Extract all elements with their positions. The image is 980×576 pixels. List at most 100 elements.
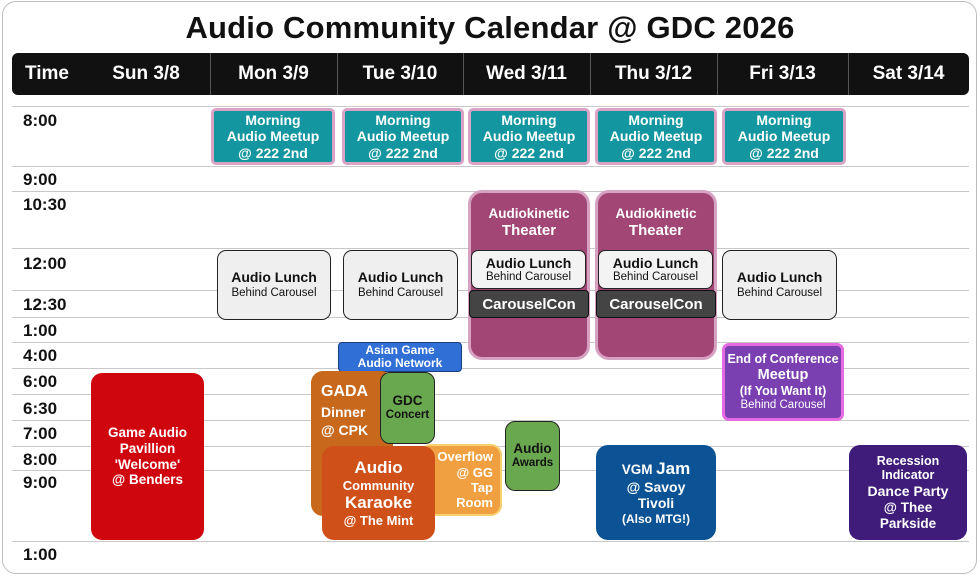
header-day-mon: Mon 3/9 bbox=[238, 63, 309, 84]
header-day-fri: Fri 3/13 bbox=[749, 63, 816, 84]
event-line: Theater bbox=[628, 221, 684, 239]
event-line: Tivoli bbox=[637, 495, 675, 512]
event-line: GDC bbox=[392, 393, 423, 409]
event-title: Audio Lunch bbox=[736, 268, 823, 285]
event-line: Game Audio bbox=[107, 424, 187, 440]
header-divider bbox=[848, 53, 849, 95]
event-location: Behind Carousel bbox=[736, 287, 823, 300]
event-audio-lunch-thu[interactable]: Audio Lunch Behind Carousel bbox=[598, 250, 713, 289]
event-audio-lunch-tue[interactable]: Audio Lunch Behind Carousel bbox=[343, 250, 458, 320]
event-line: @ 222 2nd bbox=[368, 144, 438, 161]
event-morning-meetup-wed[interactable]: Morning Audio Meetup @ 222 2nd bbox=[468, 108, 590, 165]
event-audio-lunch-wed[interactable]: Audio Lunch Behind Carousel bbox=[471, 250, 586, 289]
event-line: Morning bbox=[501, 111, 557, 128]
event-line: End of Conference bbox=[727, 351, 839, 366]
header-divider bbox=[210, 53, 211, 95]
event-line: Audio Meetup bbox=[609, 128, 703, 145]
event-morning-meetup-thu[interactable]: Morning Audio Meetup @ 222 2nd bbox=[595, 108, 717, 165]
header-divider bbox=[590, 53, 591, 95]
event-line: Audio Network bbox=[357, 356, 443, 370]
event-line: @ GG bbox=[456, 464, 493, 480]
event-line: Asian Game bbox=[365, 343, 435, 358]
event-line: Overflow bbox=[437, 449, 493, 465]
event-line: Audio bbox=[513, 441, 552, 457]
event-end-of-conference-meetup[interactable]: End of Conference Meetup (If You Want It… bbox=[722, 343, 844, 421]
event-line: Theater bbox=[501, 221, 557, 239]
event-morning-meetup-tue[interactable]: Morning Audio Meetup @ 222 2nd bbox=[342, 108, 464, 165]
event-line: (Also MTG!) bbox=[622, 511, 690, 526]
time-label: 1:00 bbox=[23, 545, 58, 564]
event-title: Audio Lunch bbox=[357, 268, 444, 285]
row-line bbox=[12, 106, 969, 107]
event-line: Morning bbox=[245, 111, 301, 128]
event-line: Awards bbox=[511, 457, 554, 470]
time-label: 6:30 bbox=[23, 399, 58, 418]
event-audio-lunch-mon[interactable]: Audio Lunch Behind Carousel bbox=[217, 250, 331, 320]
header-divider bbox=[337, 53, 338, 95]
event-line: Morning bbox=[628, 111, 684, 128]
event-line: @ Savoy bbox=[626, 478, 686, 495]
event-location: Behind Carousel bbox=[612, 270, 699, 283]
event-gdc-concert[interactable]: GDC Concert bbox=[380, 372, 435, 444]
event-line: Morning bbox=[375, 111, 431, 128]
event-line: 'Welcome' bbox=[114, 456, 181, 472]
event-line: Dance Party bbox=[867, 483, 949, 500]
time-label: 8:00 bbox=[23, 450, 58, 469]
event-carouselcon-thu[interactable]: CarouselCon bbox=[596, 290, 716, 318]
event-line: VGM Jam bbox=[622, 459, 690, 479]
event-line: Tap bbox=[470, 480, 493, 495]
event-vgm-jam[interactable]: VGM Jam @ Savoy Tivoli (Also MTG!) bbox=[596, 445, 716, 540]
event-line: @ Benders bbox=[112, 472, 183, 488]
event-line: Audio Meetup bbox=[226, 128, 320, 145]
event-line: Audiokinetic bbox=[488, 206, 570, 221]
event-line: Recession bbox=[876, 453, 940, 468]
event-morning-meetup-fri[interactable]: Morning Audio Meetup @ 222 2nd bbox=[722, 108, 846, 165]
event-title: Audio Lunch bbox=[612, 254, 699, 271]
event-line: Karaoke bbox=[344, 493, 413, 512]
event-title: Audio Lunch bbox=[485, 254, 572, 271]
event-line: @ The Mint bbox=[343, 513, 414, 529]
event-line: Pavillion bbox=[119, 440, 176, 456]
event-recession-indicator-dance-party[interactable]: Recession Indicator Dance Party @ Thee P… bbox=[849, 445, 967, 540]
event-location: Behind Carousel bbox=[357, 287, 444, 300]
header-day-tue: Tue 3/10 bbox=[362, 63, 438, 84]
time-label: 10:30 bbox=[23, 195, 67, 214]
event-line: Audio Meetup bbox=[737, 128, 831, 145]
row-line bbox=[12, 420, 969, 421]
header-day-wed: Wed 3/11 bbox=[486, 63, 567, 84]
event-line: Audio Meetup bbox=[356, 128, 450, 145]
event-line: Audio bbox=[354, 457, 403, 477]
event-line: Indicator bbox=[881, 468, 935, 483]
header-day-sun: Sun 3/8 bbox=[112, 63, 180, 84]
event-asian-game-audio-network[interactable]: Asian Game Audio Network bbox=[338, 342, 462, 372]
header-divider bbox=[717, 53, 718, 95]
event-line: @ CPK bbox=[321, 422, 369, 439]
event-carouselcon-wed[interactable]: CarouselCon bbox=[469, 290, 589, 318]
event-line: Audio Meetup bbox=[482, 128, 576, 145]
event-word: VGM bbox=[621, 461, 653, 477]
event-line: (If You Want It) bbox=[739, 383, 827, 398]
time-label: 7:00 bbox=[23, 424, 58, 443]
time-label: 8:00 bbox=[23, 111, 58, 130]
row-line bbox=[12, 541, 969, 542]
event-line: @ 222 2nd bbox=[238, 144, 308, 161]
header-day-thu: Thu 3/12 bbox=[614, 63, 693, 84]
event-audio-lunch-fri[interactable]: Audio Lunch Behind Carousel bbox=[722, 250, 837, 320]
event-word: Jam bbox=[656, 458, 691, 478]
event-location: Behind Carousel bbox=[485, 270, 572, 283]
event-line: @ 222 2nd bbox=[621, 144, 691, 161]
event-game-audio-pavillion[interactable]: Game Audio Pavillion 'Welcome' @ Benders bbox=[91, 373, 204, 540]
event-line: @ 222 2nd bbox=[494, 144, 564, 161]
event-line: Meetup bbox=[757, 366, 809, 383]
header-bar bbox=[12, 53, 969, 95]
time-label: 12:30 bbox=[23, 295, 67, 314]
event-morning-meetup-mon[interactable]: Morning Audio Meetup @ 222 2nd bbox=[211, 108, 335, 165]
row-line bbox=[12, 394, 969, 395]
event-audio-community-karaoke[interactable]: Audio Community Karaoke @ The Mint bbox=[322, 446, 435, 540]
event-line: @ 222 2nd bbox=[749, 144, 819, 161]
event-audio-awards[interactable]: Audio Awards bbox=[505, 421, 560, 491]
time-label: 9:00 bbox=[23, 170, 58, 189]
time-label: 9:00 bbox=[23, 473, 58, 492]
time-label: 12:00 bbox=[23, 254, 67, 273]
event-title: Audio Lunch bbox=[231, 268, 317, 285]
